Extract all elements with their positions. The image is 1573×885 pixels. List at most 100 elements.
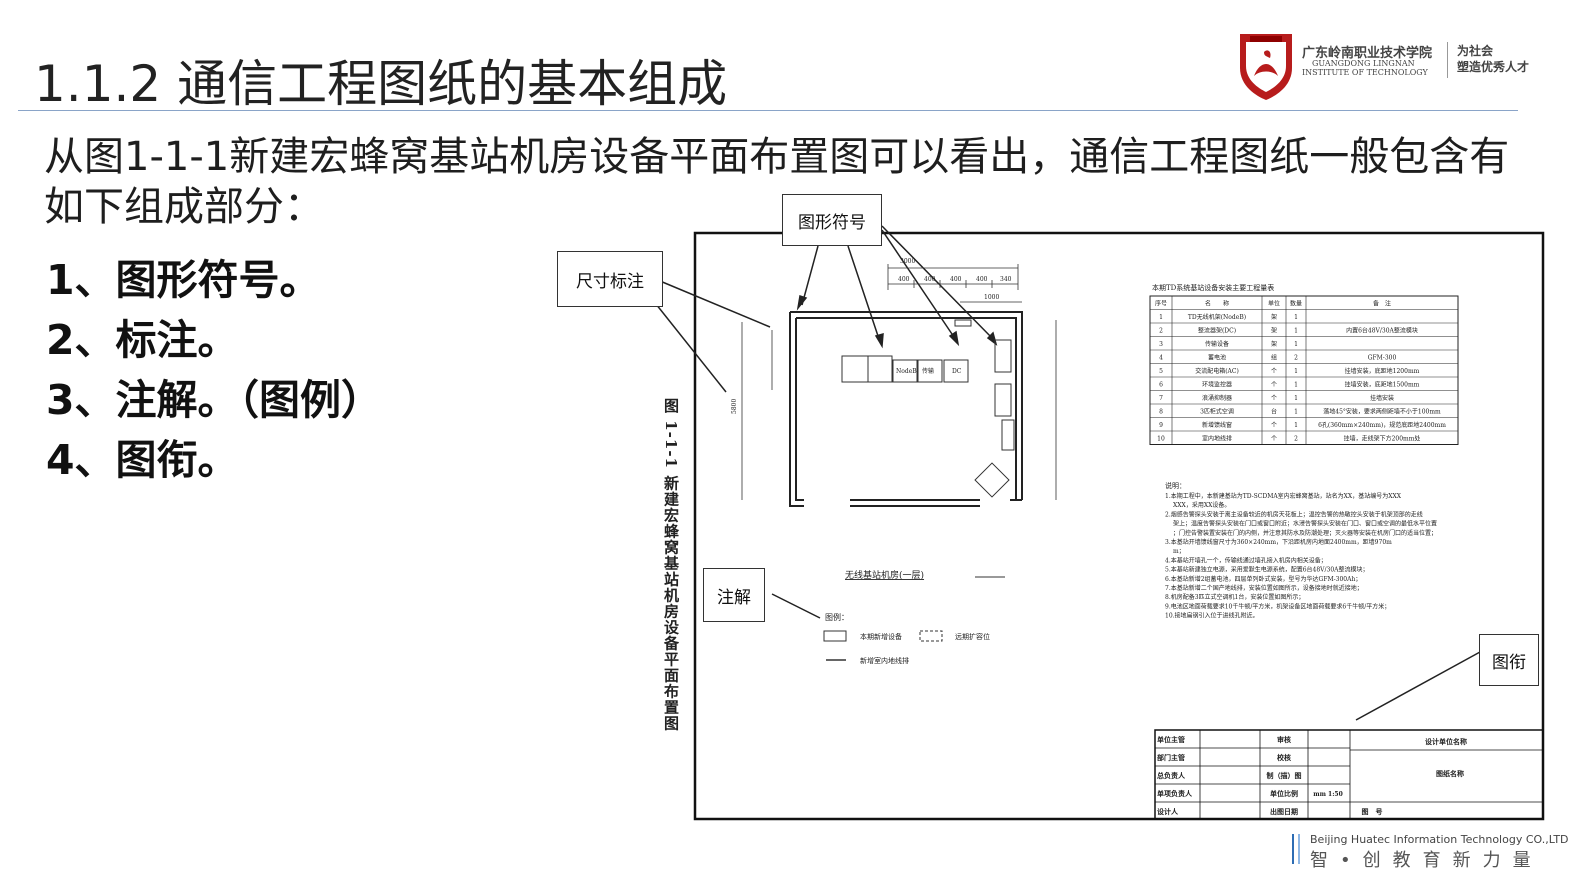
tb-left-label: 部门主管	[1157, 753, 1185, 762]
table-cell: 3	[1159, 341, 1163, 348]
note-line: ；门控告警装置安装在门的内侧，并注意其防水及防潮处理；灭火器等安装在机房门口的适…	[1173, 529, 1437, 537]
table-cell: 2	[1294, 436, 1298, 443]
table-header-cell: 单位	[1268, 300, 1280, 308]
svg-text:400: 400	[924, 276, 936, 283]
table-cell: 1	[1294, 341, 1298, 348]
callout-arrows	[647, 225, 1481, 721]
table-cell: 挂墙安装，底距地1500mm	[1345, 381, 1420, 389]
note-line: XXX，采用XX设备。	[1173, 501, 1230, 509]
table-cell: 组	[1271, 354, 1277, 362]
table-cell: 2	[1294, 355, 1298, 362]
table-cell: 挂墙安装，底距地1200mm	[1345, 367, 1420, 375]
table-cell: 7	[1159, 395, 1163, 402]
note-line: 8.机房配备3匹立式空调机1台，安装位置如图所示；	[1165, 593, 1304, 601]
school-logo: 广东岭南职业技术学院 GUANGDONG LINGNAN INSTITUTE O…	[1236, 30, 1546, 102]
table-cell: 1	[1294, 314, 1298, 321]
table-title: 本期TD系统基站设备安装主要工程量表	[1152, 283, 1274, 292]
table-cell: GFM-300	[1368, 355, 1397, 362]
table-cell: 1	[1294, 382, 1298, 389]
tb-left-label: 单位主管	[1157, 735, 1185, 744]
svg-text:3000: 3000	[900, 258, 915, 265]
table-cell: 传输设备	[1205, 340, 1229, 348]
logo-slogan1: 为社会	[1457, 44, 1494, 58]
equip-nodeb: NodeB	[896, 368, 917, 375]
shield-logo-icon	[1240, 34, 1292, 100]
footer-slogan: 智•创教育新力量	[1310, 850, 1543, 871]
note-line: 6.本基站新增2组蓄电池，四层单列卧式安装，型号为华达GFM-300Ah；	[1165, 575, 1361, 583]
table-cell: 2	[1159, 328, 1163, 335]
table-cell: 3匹柜式空调	[1200, 408, 1234, 416]
logo-slogan2: 塑造优秀人才	[1457, 60, 1530, 74]
table-cell: 6孔(360mm×240mm)，规范底距地2400mm	[1318, 421, 1446, 429]
title-block	[1154, 729, 1544, 820]
notes-list: 1.本期工程中，本新建基站为TD-SCDMA室内宏蜂窝基站，站名为XX，基站编号…	[1165, 492, 1437, 620]
table-cell: 1	[1294, 395, 1298, 402]
table-cell: 1	[1294, 328, 1298, 335]
svg-text:340: 340	[1000, 276, 1012, 283]
table-cell: 个	[1271, 368, 1277, 375]
table-cell: 环境监控器	[1202, 381, 1232, 389]
note-line: 5.本基站新建独立电源，采用爱默生电源系统，配置6台48V/30A整流模块；	[1165, 566, 1369, 574]
table-cell: 个	[1271, 395, 1277, 402]
table-cell: 室内地线排	[1202, 435, 1232, 443]
table-cell: 1	[1294, 368, 1298, 375]
table-cell: TD无线机架(NodeB)	[1188, 313, 1246, 321]
equip-transmission: 传输	[922, 367, 934, 375]
tb-drawing-no: 图 号	[1362, 807, 1383, 816]
tb-mid-label: 单位比例	[1270, 789, 1298, 798]
table-header-cell: 数量	[1290, 300, 1302, 308]
table-cell: 挂墙安装	[1370, 394, 1394, 402]
table-cell: 内置6台48V/30A整流模块	[1346, 327, 1418, 335]
footer-company: Beijing Huatec Information Technology CO…	[1310, 833, 1569, 846]
svg-text:400: 400	[976, 276, 988, 283]
callout-titleblock: 图衔	[1479, 634, 1539, 686]
table-cell: 浪涌抑制器	[1202, 394, 1232, 402]
tb-drawing-name: 图纸名称	[1436, 769, 1464, 778]
list-item-2: 2、标注。	[46, 316, 239, 364]
legend-3: 新增室内地线排	[860, 656, 909, 665]
note-line: 架上；温度告警探头安装在门口或窗口附近；水浸告警探头安装在门口、窗口或空调的最低…	[1173, 520, 1437, 528]
svg-text:1000: 1000	[984, 294, 999, 301]
note-line: 3.本基站开墙馈线窗尺寸为360×240mm，下沿距机房内地面2400mm，距墙…	[1165, 538, 1392, 546]
table-cell: 6	[1159, 382, 1163, 389]
list-item-1: 1、图形符号。	[46, 256, 321, 304]
callout-dimension: 尺寸标注	[557, 251, 663, 307]
drawing-frame	[693, 231, 1545, 821]
table-cell: 10	[1157, 436, 1165, 443]
note-line: 1.本期工程中，本新建基站为TD-SCDMA室内宏蜂窝基站，站名为XX，基站编号…	[1165, 492, 1402, 500]
logo-separator	[1447, 42, 1448, 78]
svg-text:400: 400	[950, 276, 962, 283]
tb-left-label: 设计人	[1157, 807, 1179, 816]
svg-text:5800: 5800	[731, 399, 738, 414]
tb-mid-label: 校核	[1277, 753, 1291, 762]
legend-1: 本期新增设备	[860, 632, 902, 641]
list-item-4: 4、图衔。	[46, 436, 239, 484]
intro-paragraph: 从图1-1-1新建宏蜂窝基站机房设备平面布置图可以看出，通信工程图纸一般包含有如…	[44, 134, 1510, 230]
table-cell: 架	[1271, 327, 1277, 335]
legend-2: 远期扩容位	[955, 632, 990, 641]
table-cell: 落地45°安装，要求两侧距墙不小于100mm	[1323, 408, 1441, 416]
table-cell: 5	[1159, 368, 1163, 375]
table-cell: 1	[1159, 314, 1163, 321]
table-cell: 挂墙，走线架下方200mm处	[1344, 435, 1421, 443]
table-cell: 交流配电箱(AC)	[1195, 367, 1239, 375]
table-cell: 架	[1271, 340, 1277, 348]
note-line: 9.电池区地面荷载要求10千牛顿/平方米，机架设备区地面荷载要求6千牛顿/平方米…	[1165, 602, 1390, 610]
room-walls	[789, 311, 1023, 507]
page-title: 1.1.2 通信工程图纸的基本组成	[34, 55, 728, 113]
table-cell: 整流器架(DC)	[1198, 327, 1236, 335]
table-cell: 4	[1159, 355, 1163, 362]
table-header-cell: 备 注	[1373, 300, 1391, 308]
logo-en1: GUANGDONG LINGNAN	[1312, 59, 1415, 68]
table-cell: 8	[1159, 409, 1163, 416]
callout-notes: 注解	[703, 568, 765, 622]
room-caption: 无线基站机房(一层)	[845, 569, 924, 581]
dimension-lines	[741, 264, 1057, 500]
footer-accent	[1292, 834, 1294, 864]
note-line: 7.本基站新增二个国产地线排，安装位置如图所示，设备接地时就近接地；	[1165, 584, 1363, 592]
title-block-text: 单位主管部门主管总负责人单项负责人设计人审核校核制（描）图单位比例出图日期mm …	[1157, 735, 1467, 816]
table-cell: 蓄电池	[1208, 354, 1226, 362]
figure-title: 图 1-1-1 新建宏蜂窝基站机房设备平面布置图	[662, 398, 680, 732]
callout-symbol: 图形符号	[782, 194, 882, 246]
